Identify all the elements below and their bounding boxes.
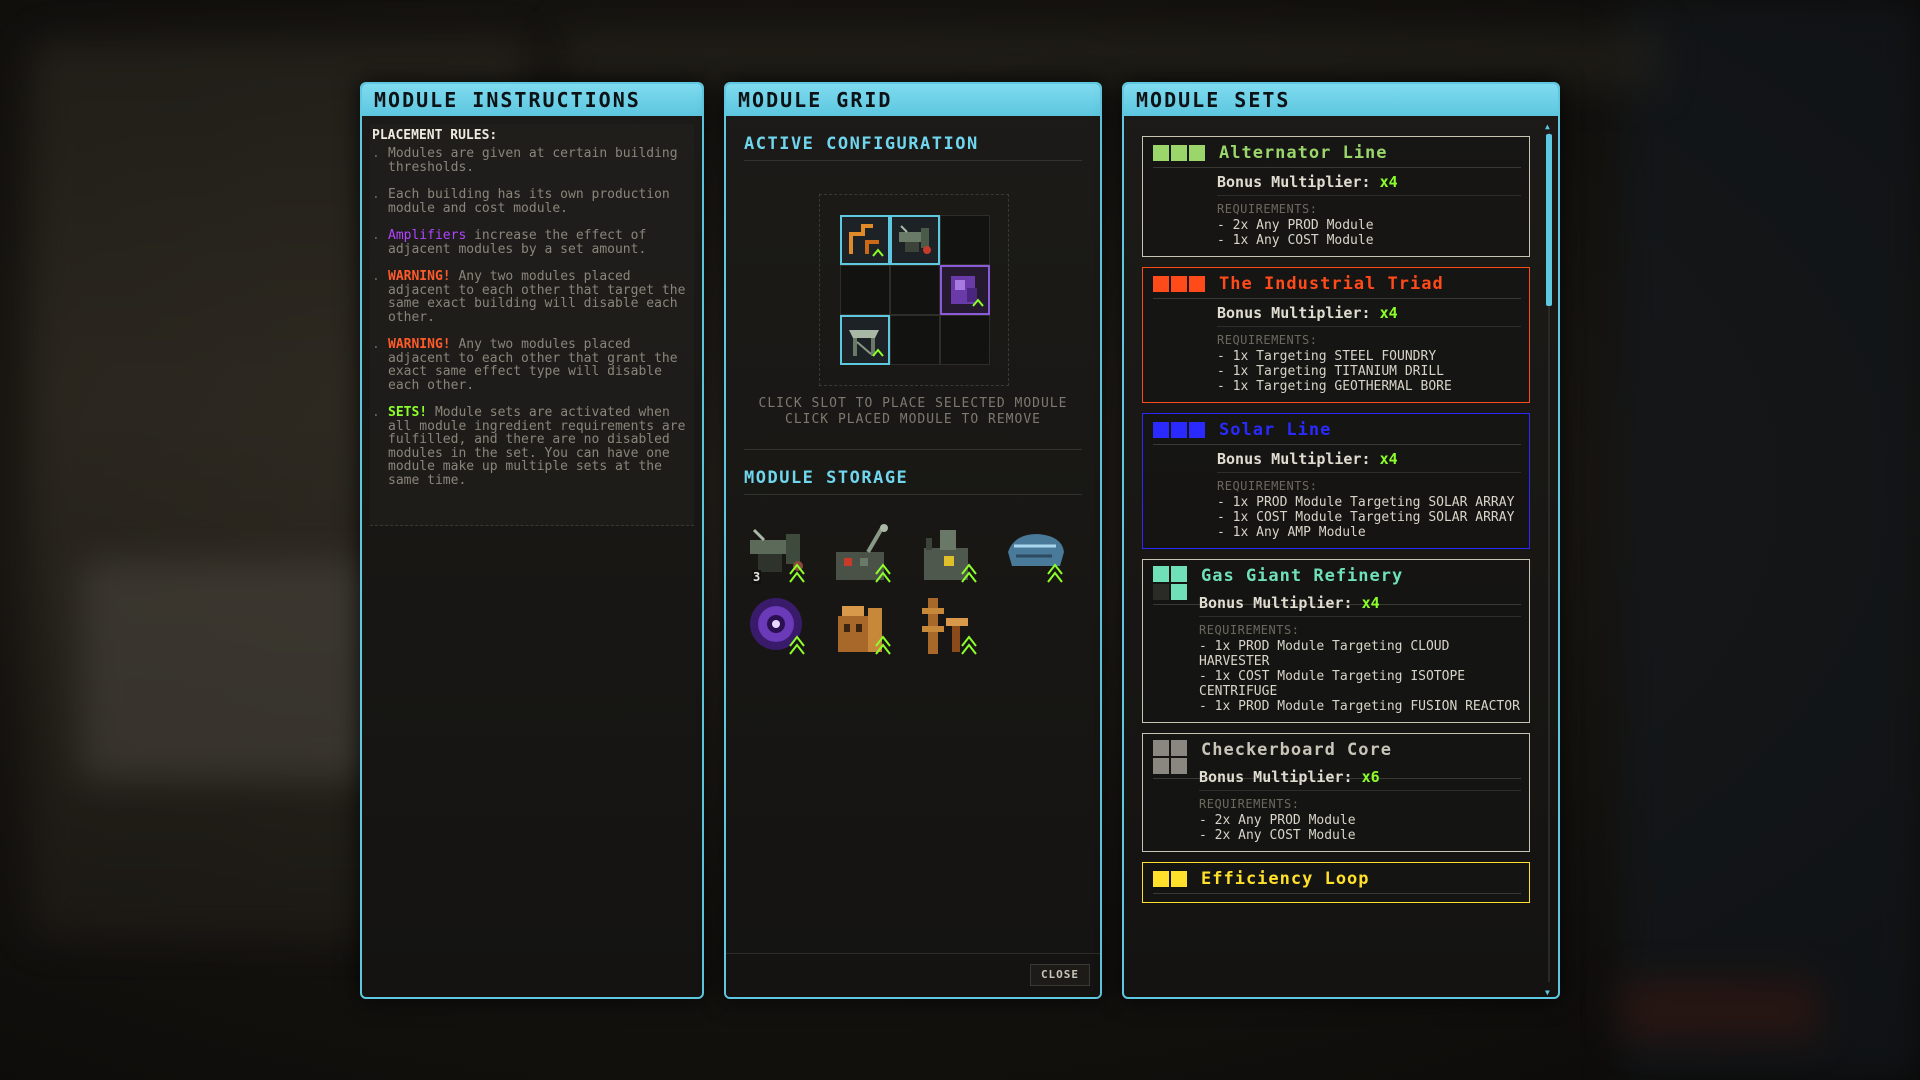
rule-item: .Amplifiers increase the effect of adjac…: [372, 228, 647, 257]
grid-footer: CLOSE: [726, 953, 1100, 997]
module-grid: [819, 194, 1009, 386]
foundry-module-icon: [836, 524, 891, 583]
set-name: Solar Line: [1219, 420, 1332, 440]
set-color-swatch: [1153, 740, 1187, 774]
sets-list[interactable]: Alternator Line Bonus Multiplier: x4 REQ…: [1142, 136, 1530, 986]
grid-slot-empty[interactable]: [890, 315, 940, 365]
sets-header: MODULE SETS: [1124, 84, 1558, 116]
amp-disc-module-icon: [750, 598, 805, 655]
set-card-gas-giant-refinery: Gas Giant Refinery Bonus Multiplier: x4 …: [1142, 559, 1530, 723]
grid-slot-amp-module[interactable]: [940, 265, 990, 315]
rule-item: .Modules are given at certain building t…: [372, 146, 678, 175]
module-sets-panel: MODULE SETS Alternator Line Bonus Multip…: [1122, 82, 1560, 999]
set-card-efficiency-loop: Efficiency Loop: [1142, 862, 1530, 903]
module-grid-panel: MODULE GRID ACTIVE CONFIGURATION CLICK S…: [724, 82, 1102, 999]
set-name: Gas Giant Refinery: [1201, 566, 1404, 586]
instructions-header: MODULE INSTRUCTIONS: [362, 84, 702, 116]
set-name: The Industrial Triad: [1219, 274, 1444, 294]
storage-foundry-module[interactable]: [832, 522, 896, 586]
storage-cloud-module[interactable]: [1004, 522, 1068, 586]
drill-module-icon: [899, 225, 931, 254]
place-hint: CLICK SLOT TO PLACE SELECTED MODULE: [758, 396, 1068, 411]
bonus-multiplier: Bonus Multiplier: x6: [1199, 763, 1521, 791]
storage-pipe-module[interactable]: [918, 594, 982, 658]
grid-slot-drill-module[interactable]: [890, 215, 940, 265]
set-color-swatch: [1153, 145, 1205, 161]
rule-item: .WARNING! Any two modules placed adjacen…: [372, 269, 686, 325]
set-color-swatch: [1153, 276, 1205, 292]
grid-slot-pipe-module[interactable]: [840, 215, 890, 265]
bonus-multiplier: Bonus Multiplier: x4: [1217, 299, 1521, 327]
bonus-multiplier: Bonus Multiplier: x4: [1217, 445, 1521, 473]
placement-rules: PLACEMENT RULES: .Modules are given at c…: [370, 124, 694, 526]
cloud-harvester-module-icon: [1008, 534, 1064, 583]
amp-module-icon: [951, 276, 984, 307]
set-name: Efficiency Loop: [1201, 869, 1370, 889]
grid-slot-empty[interactable]: [890, 265, 940, 315]
grid-slot-solar-module[interactable]: [840, 315, 890, 365]
set-card-industrial-triad: The Industrial Triad Bonus Multiplier: x…: [1142, 267, 1530, 403]
module-instructions-panel: MODULE INSTRUCTIONS PLACEMENT RULES: .Mo…: [360, 82, 704, 999]
grid-slot-empty[interactable]: [940, 315, 990, 365]
module-storage: 3: [746, 522, 1068, 658]
bonus-multiplier: Bonus Multiplier: x4: [1199, 589, 1521, 617]
set-color-swatch: [1153, 871, 1187, 887]
grid-slot-empty[interactable]: [940, 215, 990, 265]
storage-centrifuge-module[interactable]: [832, 594, 896, 658]
pipe-tower-module-icon: [922, 598, 977, 655]
sets-scrollbar[interactable]: ▲ ▼: [1545, 122, 1552, 997]
storage-drill-module[interactable]: 3: [746, 522, 810, 586]
bonus-multiplier: Bonus Multiplier: x4: [1217, 168, 1521, 196]
scroll-down-icon[interactable]: ▼: [1545, 988, 1550, 997]
centrifuge-module-icon: [838, 606, 891, 655]
close-button[interactable]: CLOSE: [1030, 964, 1090, 986]
set-name: Alternator Line: [1219, 143, 1388, 163]
storage-amp-module[interactable]: [746, 594, 810, 658]
solar-module-icon: [849, 330, 884, 357]
scroll-thumb[interactable]: [1546, 134, 1552, 306]
geothermal-module-icon: [924, 530, 977, 583]
set-color-swatch: [1153, 566, 1187, 600]
scroll-up-icon[interactable]: ▲: [1545, 122, 1550, 131]
set-card-checkerboard-core: Checkerboard Core Bonus Multiplier: x6 R…: [1142, 733, 1530, 852]
placement-rules-title: PLACEMENT RULES:: [372, 128, 498, 143]
pipe-module-icon: [849, 224, 884, 257]
grid-slot-empty[interactable]: [840, 265, 890, 315]
storage-geothermal-module[interactable]: [918, 522, 982, 586]
grid-header: MODULE GRID: [726, 84, 1100, 116]
set-name: Checkerboard Core: [1201, 740, 1392, 760]
rule-item: .SETS! Module sets are activated when al…: [372, 405, 686, 488]
remove-hint: CLICK PLACED MODULE TO REMOVE: [785, 412, 1041, 427]
set-color-swatch: [1153, 422, 1205, 438]
rule-item: .Each building has its own production mo…: [372, 187, 670, 216]
module-storage-title: MODULE STORAGE: [744, 468, 1082, 495]
set-card-alternator-line: Alternator Line Bonus Multiplier: x4 REQ…: [1142, 136, 1530, 257]
drill-module-icon: [750, 528, 805, 583]
rule-item: .WARNING! Any two modules placed adjacen…: [372, 337, 678, 393]
storage-count: 3: [752, 570, 762, 584]
set-card-solar-line: Solar Line Bonus Multiplier: x4 REQUIREM…: [1142, 413, 1530, 549]
active-configuration-title: ACTIVE CONFIGURATION: [744, 134, 1082, 161]
